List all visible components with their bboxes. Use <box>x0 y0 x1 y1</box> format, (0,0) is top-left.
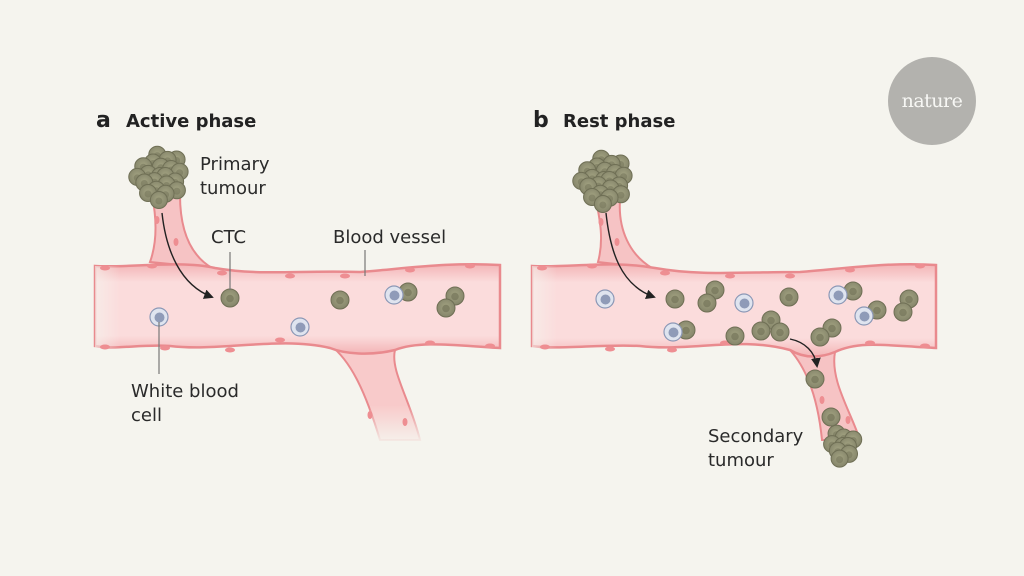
white-blood-cell <box>854 306 874 326</box>
panel-a-title: Active phase <box>126 111 257 132</box>
panel-a-ctc-arrow <box>161 212 214 299</box>
primary-tumour-label-line1: Primary <box>200 154 270 175</box>
secondary-tumour-label-line2: tumour <box>708 450 774 471</box>
ctc-cell <box>821 407 841 427</box>
white-blood-cell-label-line2: cell <box>131 405 162 426</box>
panel-b-ctc-arrow <box>605 212 656 300</box>
blood-vessel-label: Blood vessel <box>333 227 447 248</box>
panel-b-primary-tumour <box>572 149 633 213</box>
panel-a-main-vessel <box>93 262 502 355</box>
panel-b-secondary-tumour <box>823 424 863 468</box>
panel-b-blood-vessel <box>530 199 938 441</box>
ctc-cell <box>810 327 830 347</box>
white-blood-cell <box>290 317 310 337</box>
nature-logo: nature <box>888 57 976 145</box>
panel-b-extravasation-arrow <box>789 338 821 368</box>
panel-b-title: Rest phase <box>563 111 676 132</box>
white-blood-cell-label: White blood cell <box>131 380 239 428</box>
white-blood-cell <box>663 322 683 342</box>
ctc-cell <box>665 289 685 309</box>
ctc-cell <box>893 302 913 322</box>
secondary-tumour-label-line1: Secondary <box>708 426 804 447</box>
ctc-cell <box>751 321 771 341</box>
ctc-cell <box>436 298 456 318</box>
panel-a-white-blood-cell <box>149 307 169 327</box>
ctc-cell <box>770 322 790 342</box>
white-blood-cell <box>595 289 615 309</box>
panel-b-letter: b <box>533 108 549 133</box>
secondary-tumour-label: Secondary tumour <box>708 425 803 473</box>
ctc-cell <box>843 281 863 301</box>
panel-a-letter: a <box>96 108 111 133</box>
primary-tumour-label-line2: tumour <box>200 178 266 199</box>
ctc-cell <box>398 282 418 302</box>
primary-tumour-label: Primary tumour <box>200 153 270 201</box>
white-blood-cell <box>384 285 404 305</box>
nature-logo-text: nature <box>901 90 963 112</box>
endothelial-cells <box>100 216 930 426</box>
ctc-label: CTC <box>211 227 247 248</box>
white-blood-cell-label-line1: White blood <box>131 381 239 402</box>
white-blood-cell <box>734 293 754 313</box>
ctc-cell <box>805 369 825 389</box>
white-blood-cell <box>828 285 848 305</box>
panel-a-ctc <box>220 288 240 308</box>
ctc-cell <box>779 287 799 307</box>
ctc-cell <box>330 290 350 310</box>
ctc-cell <box>697 293 717 313</box>
ctc-cell <box>705 280 725 300</box>
panel-a-primary-tumour <box>128 145 189 209</box>
ctc-cell <box>725 326 745 346</box>
